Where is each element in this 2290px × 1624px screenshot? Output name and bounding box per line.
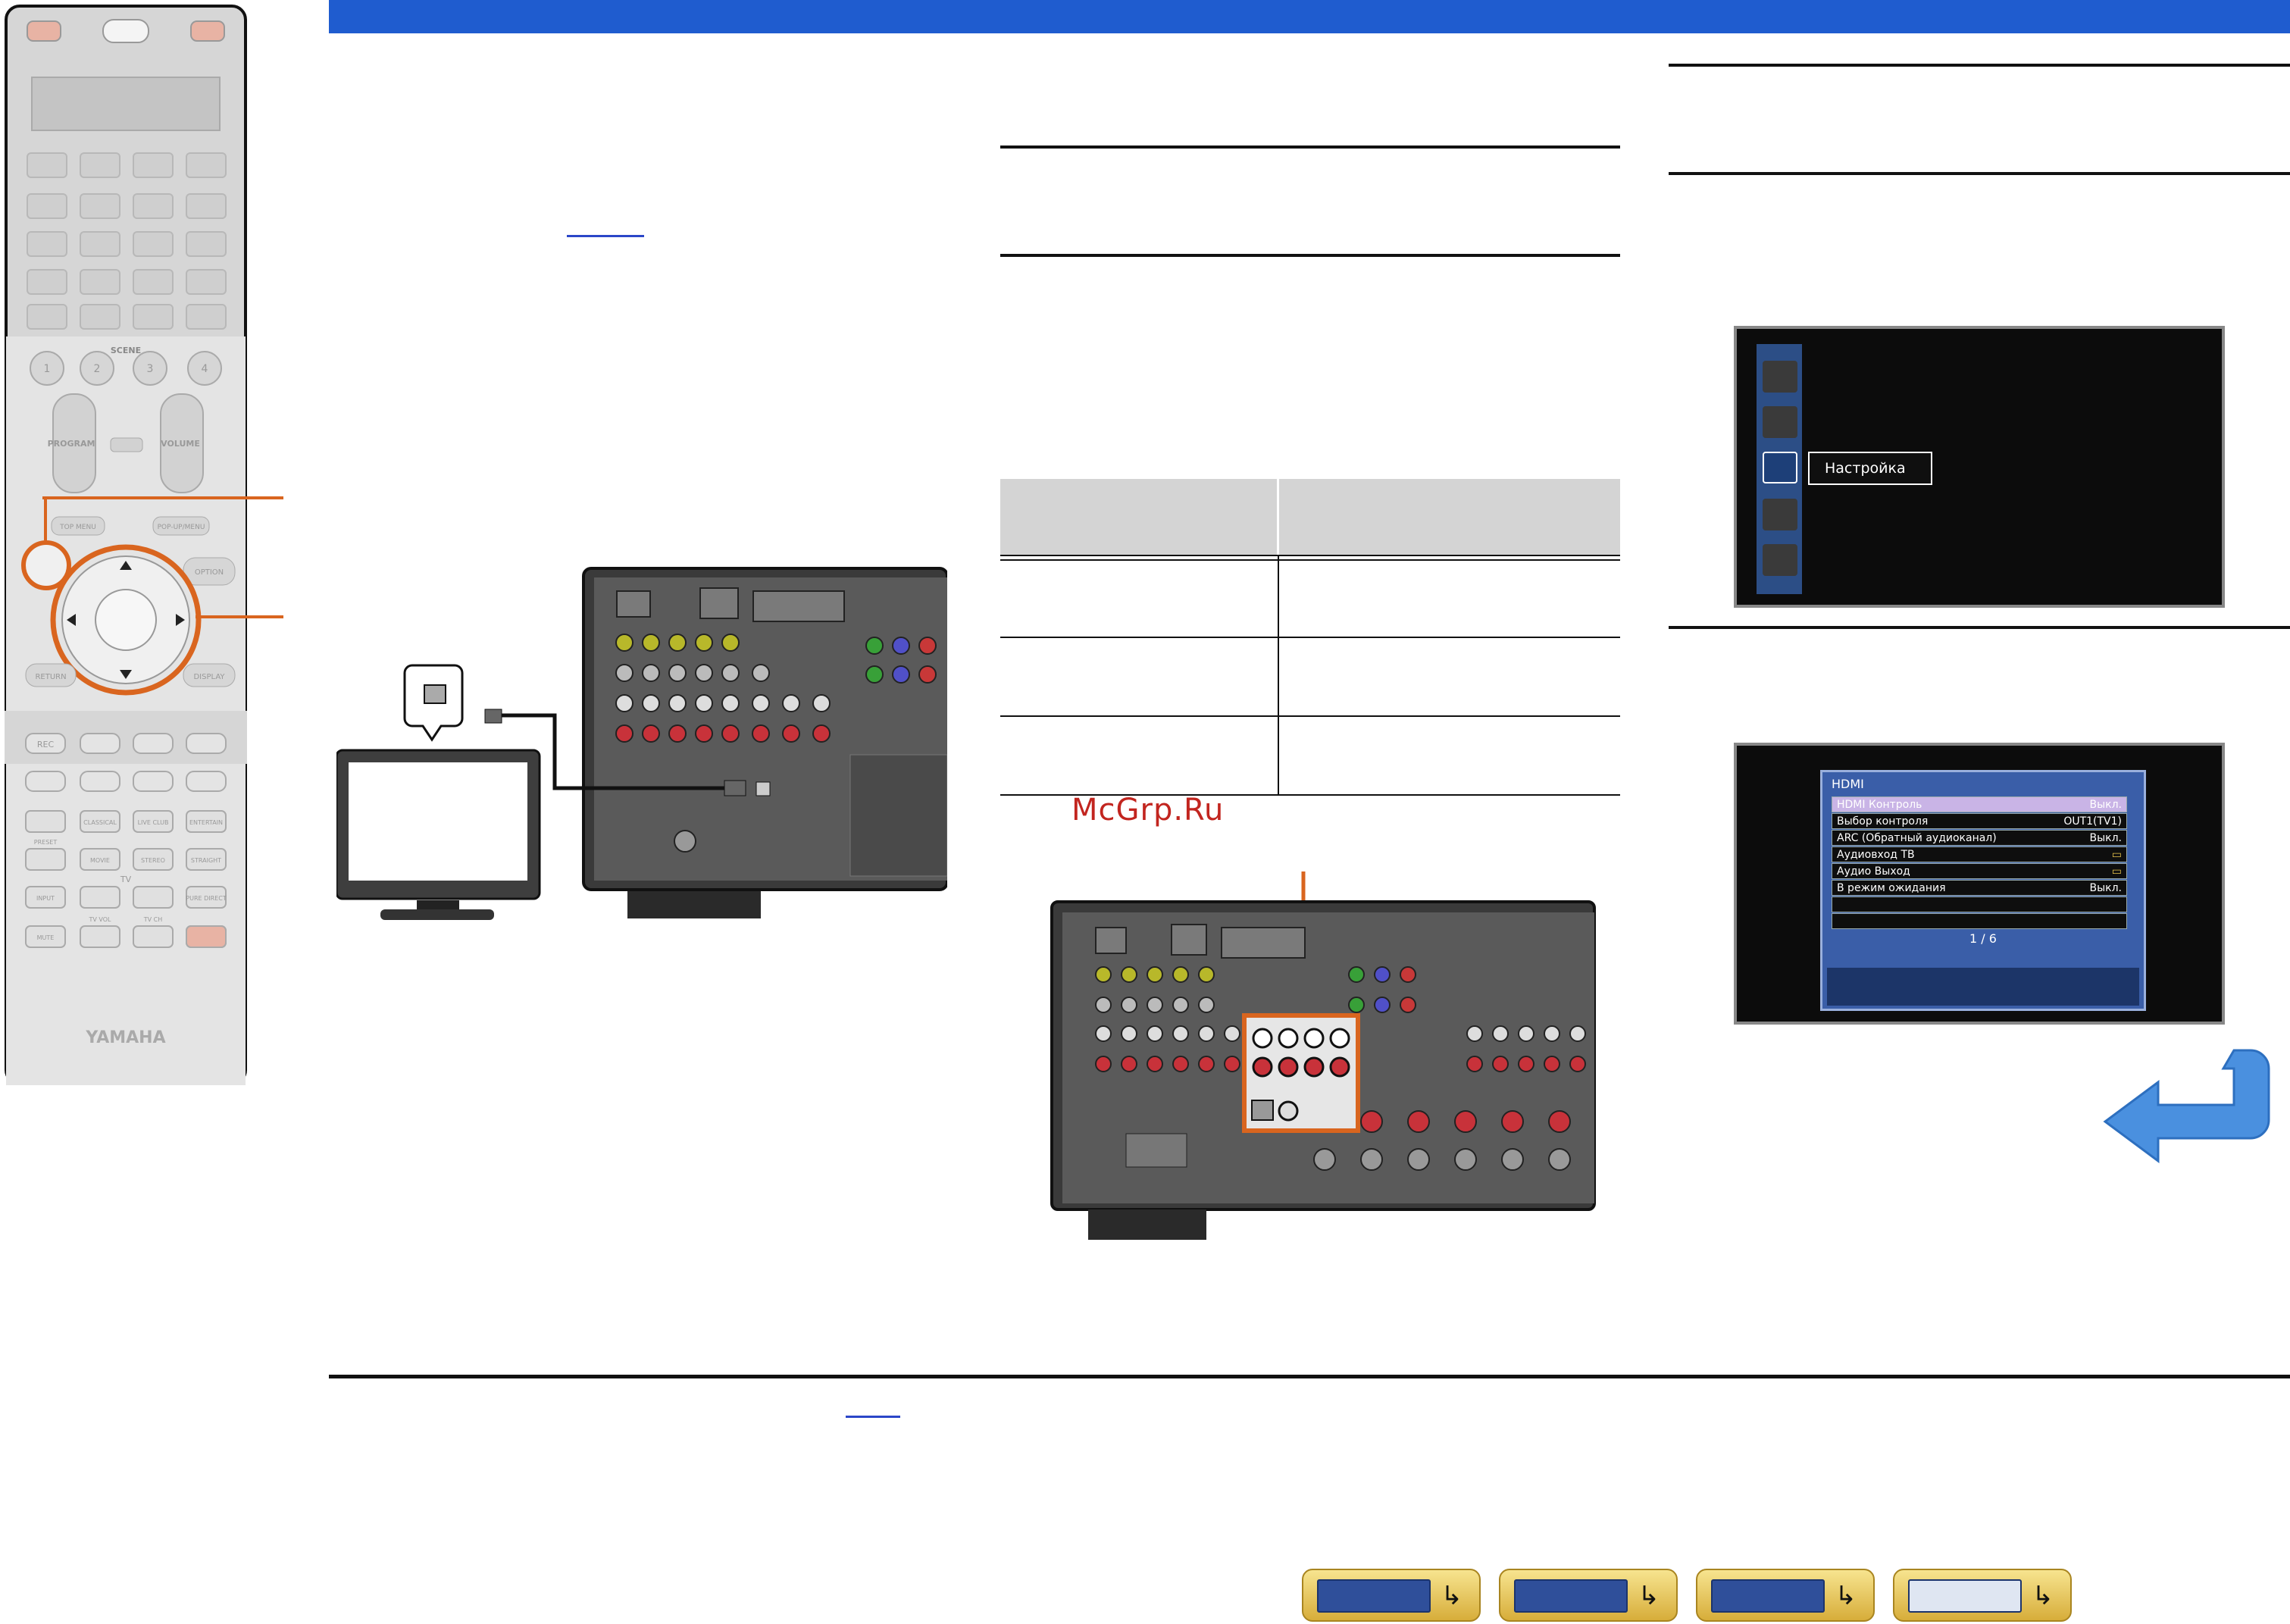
callout-line	[44, 496, 47, 540]
svg-text:POP-UP/MENU: POP-UP/MENU	[158, 524, 205, 531]
svg-text:TV CH: TV CH	[143, 916, 163, 923]
nav-receiver-rear-button[interactable]: ↳	[1499, 1569, 1678, 1622]
svg-text:LIVE CLUB: LIVE CLUB	[138, 819, 169, 826]
svg-text:REC: REC	[37, 740, 55, 749]
osd-setup-menu: Настройка	[1734, 326, 2225, 608]
section-rule	[1000, 254, 1620, 257]
hdmi-row-empty	[1832, 913, 2127, 929]
svg-text:CLASSICAL: CLASSICAL	[83, 819, 117, 826]
hdmi-row-tv-audio-input: Аудиовход ТВ▭	[1832, 846, 2127, 862]
remote-control-illustration: SCENE 1 2 3 4 PROGRAM VOLUME TOP MENU POP-U…	[5, 5, 247, 1085]
svg-text:STEREO: STEREO	[141, 857, 165, 864]
info-icon	[1763, 499, 1797, 530]
svg-text:1: 1	[44, 363, 51, 375]
setup-icon	[1763, 452, 1797, 483]
watermark: McGrp.Ru	[1071, 793, 1225, 828]
svg-text:2: 2	[94, 363, 101, 375]
back-arrow-icon[interactable]	[2099, 1044, 2281, 1173]
section-rule	[1669, 172, 2290, 175]
tv-connection-illustration	[336, 567, 947, 920]
table-row-line	[1000, 794, 1620, 796]
arrow-icon: ↳	[1638, 1581, 1660, 1611]
footer-rule	[329, 1375, 2290, 1378]
arrow-icon: ↳	[1441, 1581, 1463, 1611]
arrow-icon: ↳	[2032, 1581, 2054, 1611]
section-rule	[1669, 626, 2290, 629]
folder-icon: ▭	[2111, 849, 2122, 861]
svg-text:4: 4	[202, 363, 208, 375]
section-rule	[1000, 146, 1620, 149]
page-link[interactable]	[567, 235, 644, 237]
table-row-line	[1000, 637, 1620, 638]
nav-receiver-front-button[interactable]: ↳	[1302, 1569, 1481, 1622]
table-column-line	[1278, 555, 1279, 796]
scene-icon	[1763, 406, 1797, 438]
svg-text:RETURN: RETURN	[35, 673, 66, 681]
svg-text:3: 3	[147, 363, 154, 375]
hdmi-row-audio-output: Аудио Выход▭	[1832, 863, 2127, 879]
remote-control-icon	[1908, 1579, 2022, 1613]
hdmi-panel-title: HDMI	[1832, 777, 1864, 791]
receiver-rear-icon	[1514, 1579, 1628, 1613]
page-link[interactable]	[846, 1416, 900, 1418]
svg-text:ENTERTAIN: ENTERTAIN	[189, 819, 223, 826]
svg-text:DISPLAY: DISPLAY	[193, 673, 225, 681]
svg-text:MUTE: MUTE	[37, 934, 55, 941]
hdmi-row-arc: ARC (Обратный аудиоканал)Выкл.	[1832, 830, 2127, 846]
table-row-line	[1000, 555, 1620, 556]
svg-text:VOLUME: VOLUME	[161, 439, 200, 449]
svg-text:TOP MENU: TOP MENU	[59, 524, 96, 531]
svg-text:INPUT: INPUT	[36, 895, 55, 902]
svg-text:OPTION: OPTION	[195, 568, 224, 577]
svg-text:PURE DIRECT: PURE DIRECT	[186, 895, 227, 902]
svg-text:MOVIE: MOVIE	[90, 857, 110, 864]
nav-remote-keypad-button[interactable]: ↳	[1696, 1569, 1875, 1622]
table-header	[1000, 479, 1620, 555]
svg-text:STRAIGHT: STRAIGHT	[191, 857, 221, 864]
page-indicator: 1 / 6	[1969, 931, 1997, 946]
svg-text:PRESET: PRESET	[34, 839, 58, 846]
header-bar	[329, 0, 2290, 33]
receiver-front-icon	[1317, 1579, 1431, 1613]
callout-line	[42, 496, 283, 499]
arrow-icon: ↳	[1835, 1581, 1857, 1611]
callout-line	[196, 615, 283, 618]
remote-keypad-icon	[1711, 1579, 1825, 1613]
nav-remote-control-button[interactable]: ↳	[1893, 1569, 2072, 1622]
folder-icon: ▭	[2111, 865, 2122, 878]
svg-text:YAMAHA: YAMAHA	[85, 1028, 165, 1047]
memory-icon	[1763, 544, 1797, 576]
svg-text:PROGRAM: PROGRAM	[48, 439, 95, 449]
menu-selected-label: Настройка	[1808, 452, 1932, 485]
svg-text:TV: TV	[120, 875, 132, 884]
hdmi-row-empty	[1832, 896, 2127, 912]
section-rule	[1669, 64, 2290, 67]
settings-table	[1000, 479, 1620, 797]
menu-icon-strip	[1827, 968, 2139, 1006]
svg-text:TV VOL: TV VOL	[89, 916, 112, 923]
svg-text:SCENE: SCENE	[111, 346, 141, 355]
receiver-rear-panel-illustration	[1050, 871, 1596, 1240]
table-row-line	[1000, 715, 1620, 717]
sound-icon	[1763, 361, 1797, 393]
table-row-line	[1000, 559, 1620, 561]
